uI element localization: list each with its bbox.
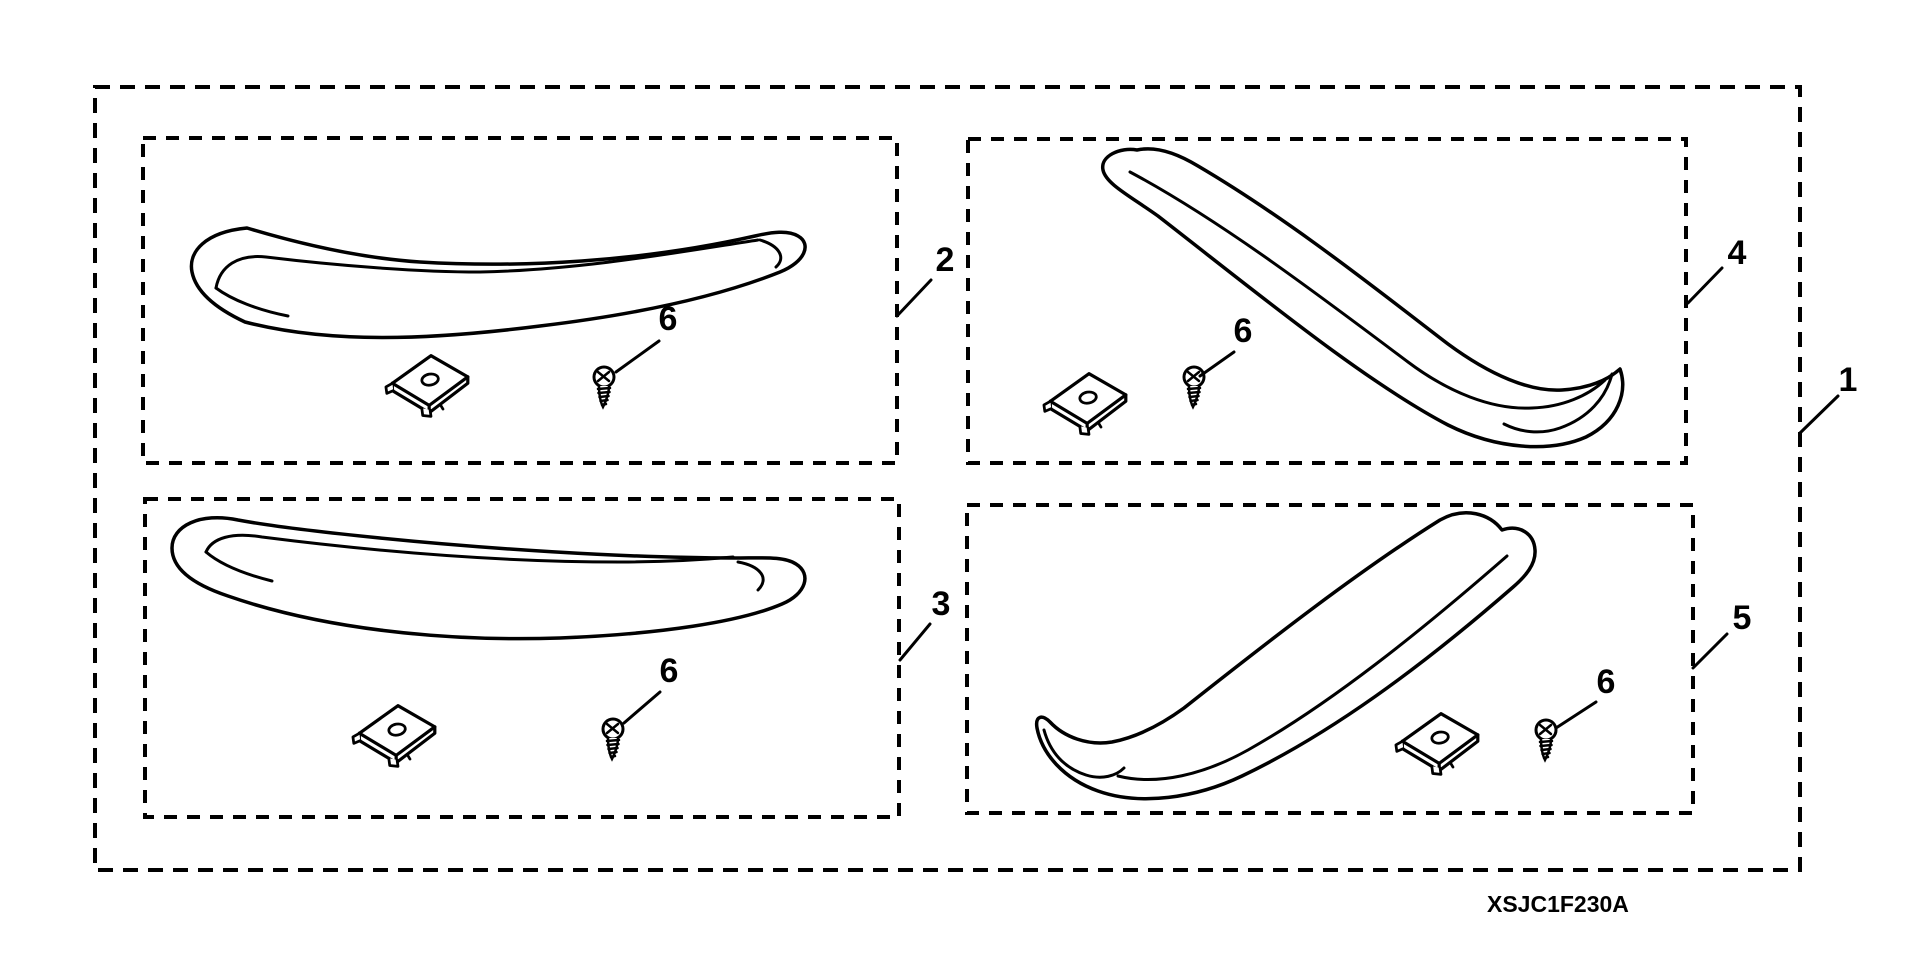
clip-icon — [1394, 712, 1480, 777]
screw-icon — [1182, 365, 1206, 409]
callout-line-4 — [1686, 266, 1724, 305]
part-code: XSJC1F230A — [1487, 891, 1629, 917]
callout-label-6d: 6 — [1597, 663, 1616, 701]
callout-label-1: 1 — [1839, 361, 1858, 399]
clip-icon — [1042, 372, 1128, 437]
callout-label-6c: 6 — [660, 652, 679, 690]
callout-line-6a — [614, 339, 661, 374]
callout-label-6a: 6 — [659, 300, 678, 338]
callout-label-6b: 6 — [1234, 312, 1253, 350]
callout-line-5 — [1691, 632, 1729, 670]
box-bottom-right — [965, 503, 1695, 815]
callout-line-6d — [1554, 700, 1598, 730]
screw-icon — [592, 365, 616, 409]
box-top-left — [141, 136, 899, 465]
kit-boundary-box — [93, 85, 1802, 872]
callout-label-2: 2 — [936, 241, 955, 279]
callout-line-3 — [898, 622, 932, 662]
screw-icon — [1534, 718, 1558, 762]
trim-piece-top-right — [1101, 147, 1625, 449]
callout-label-4: 4 — [1728, 234, 1747, 272]
screw-icon — [601, 717, 625, 761]
clip-icon — [384, 354, 470, 419]
trim-piece-top-left — [189, 226, 807, 340]
callout-line-2 — [895, 278, 933, 318]
callout-line-1 — [1798, 394, 1840, 435]
trim-piece-bottom-left — [170, 515, 807, 641]
box-bottom-left — [143, 497, 901, 819]
callout-label-3: 3 — [932, 585, 951, 623]
callout-line-6b — [1198, 350, 1236, 378]
callout-label-5: 5 — [1733, 599, 1752, 637]
box-top-right — [966, 137, 1688, 465]
clip-icon — [351, 704, 437, 769]
callout-line-6c — [622, 690, 662, 725]
trim-piece-bottom-right — [1034, 511, 1537, 801]
